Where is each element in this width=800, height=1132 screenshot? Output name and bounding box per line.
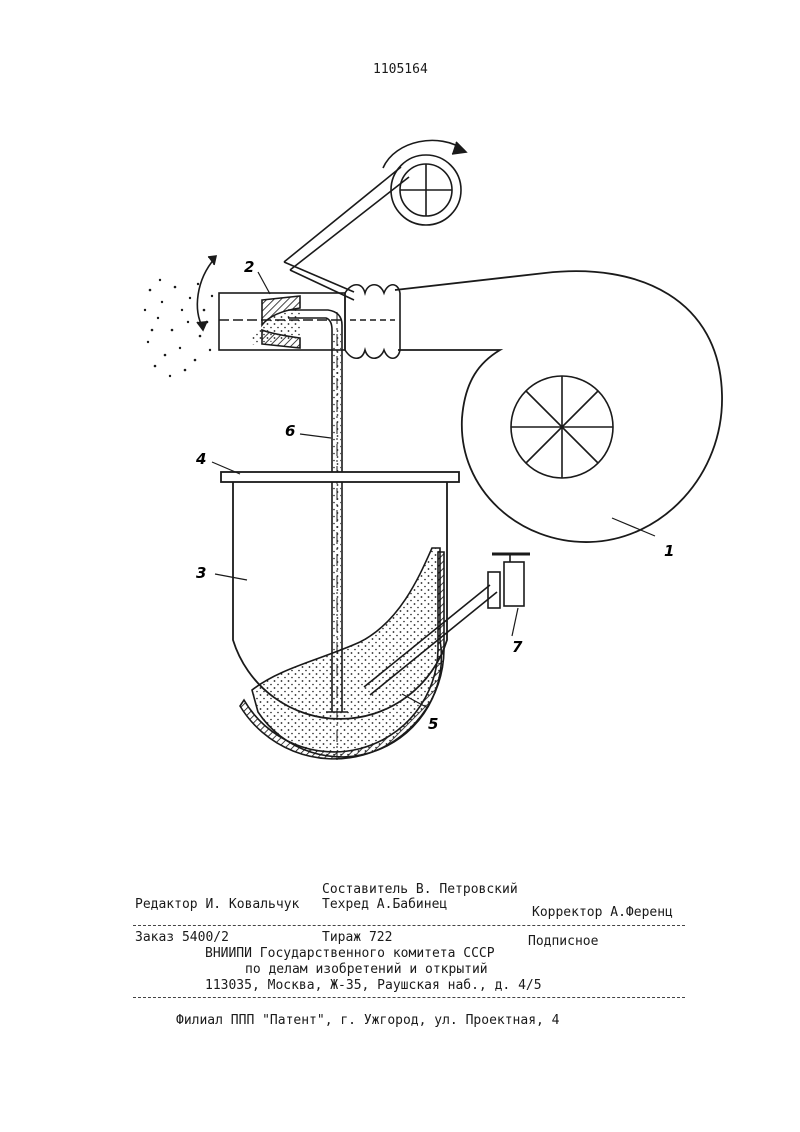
heating-jacket (239, 547, 445, 760)
fan-impeller (510, 375, 614, 479)
techred: Техред А.Бабинец (322, 897, 448, 912)
subscription: Подписное (528, 934, 599, 949)
valve (363, 552, 530, 696)
org-line-1: ВНИИПИ Государственного комитета СССР (205, 946, 495, 961)
circulation: Тираж 722 (322, 930, 393, 945)
branch: Филиал ППП "Патент", г. Ужгород, ул. Про… (176, 1013, 560, 1028)
spray-nozzle (218, 292, 346, 351)
drive-pulley (390, 154, 462, 226)
spray-cloud (143, 278, 214, 378)
order: Заказ 5400/2 (135, 930, 229, 945)
label-tube: 6 (285, 422, 295, 440)
bellows-coupling (344, 283, 401, 360)
divider-top (133, 925, 685, 926)
label-fan: 1 (664, 542, 674, 560)
label-nozzle: 2 (244, 258, 254, 276)
rotation-arrow (382, 139, 468, 169)
label-lid: 4 (195, 450, 206, 468)
editor: Редактор И. Ковальчук (135, 897, 300, 912)
patent-number: 1105164 (373, 62, 428, 77)
drive-belt (283, 166, 410, 301)
compiler: Составитель В. Петровский (322, 882, 518, 897)
label-vessel: 3 (196, 564, 206, 582)
divider-bottom (133, 997, 685, 998)
corrector: Корректор А.Ференц (532, 905, 673, 920)
fan-housing (394, 270, 723, 543)
label-valve: 7 (512, 638, 523, 656)
label-jacket: 5 (428, 715, 438, 733)
technical-drawing: 1 2 3 4 5 6 7 (143, 139, 723, 760)
address: 113035, Москва, Ж-35, Раушская наб., д. … (205, 978, 542, 993)
leader-lines (211, 271, 656, 709)
org-line-2: по делам изобретений и открытий (245, 962, 488, 977)
swing-arrow (196, 255, 218, 332)
